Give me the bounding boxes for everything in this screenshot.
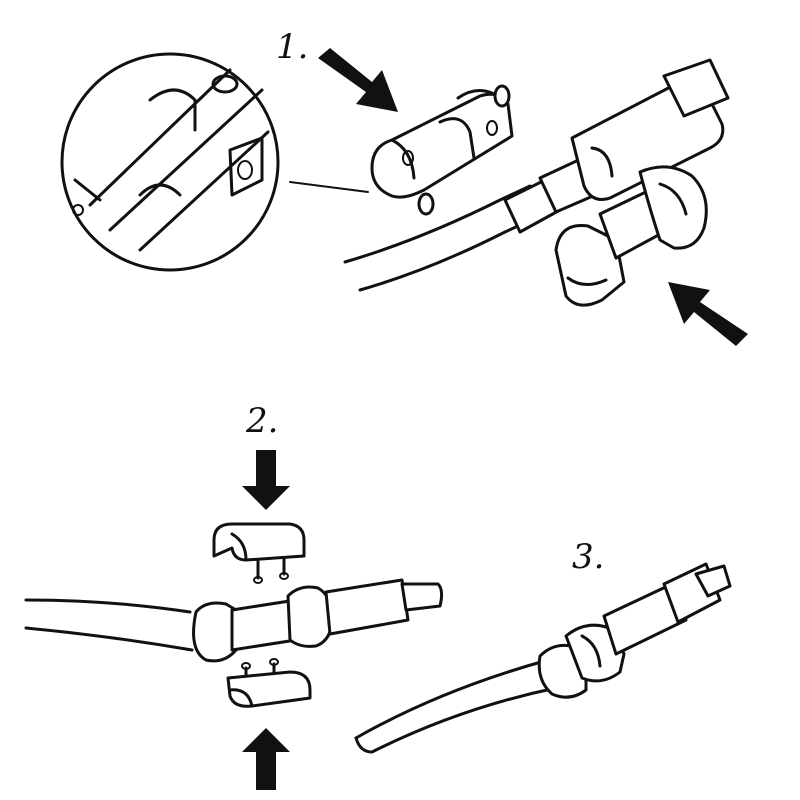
step-1: 1. bbox=[60, 27, 748, 346]
step-2-arrow-up bbox=[242, 728, 290, 790]
step-2-clip-top bbox=[212, 522, 306, 584]
step-1-clip-upper bbox=[370, 84, 514, 216]
step-1-label: 1. bbox=[276, 27, 308, 67]
step-3-assembled-cable bbox=[354, 562, 732, 754]
step-1-zoom-detail bbox=[60, 52, 280, 272]
step-1-arrow-top bbox=[318, 48, 398, 112]
step-2-cable bbox=[24, 578, 444, 663]
zoom-leader-line bbox=[289, 181, 369, 193]
step-2-arrow-down bbox=[242, 450, 290, 510]
step-3-label: 3. bbox=[572, 537, 604, 577]
step-3: 3. bbox=[354, 537, 732, 754]
step-2-clip-bottom bbox=[226, 658, 312, 708]
step-1-clip-lower bbox=[554, 165, 708, 307]
step-1-arrow-bottom bbox=[668, 282, 748, 346]
step-1-cable bbox=[343, 58, 730, 292]
step-2: 2. bbox=[24, 401, 444, 790]
step-2-label: 2. bbox=[245, 401, 278, 441]
